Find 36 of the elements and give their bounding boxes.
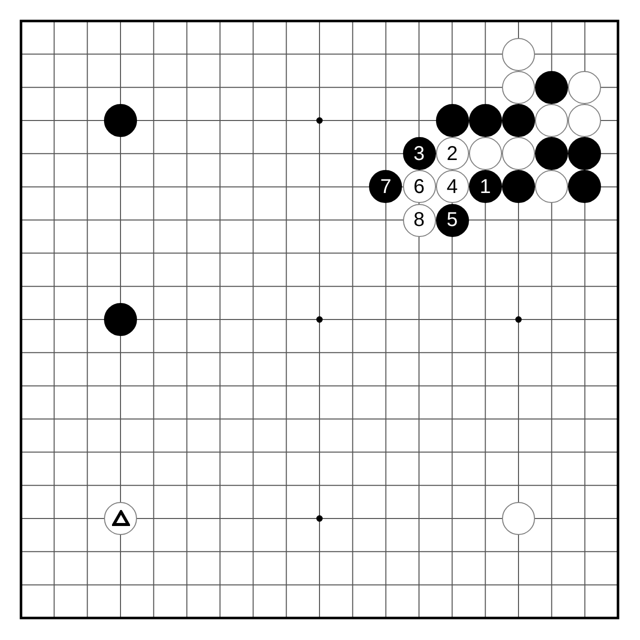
go-stone bbox=[502, 502, 535, 535]
move-number: 5 bbox=[446, 210, 458, 230]
go-stone bbox=[568, 170, 602, 204]
move-number: 6 bbox=[413, 176, 425, 197]
go-stone bbox=[568, 137, 602, 170]
go-stone bbox=[502, 170, 535, 204]
go-stone bbox=[468, 137, 502, 170]
go-stone bbox=[402, 170, 436, 204]
go-stone bbox=[104, 502, 137, 535]
go-stone bbox=[535, 170, 568, 204]
move-number: 4 bbox=[446, 176, 458, 197]
go-stone bbox=[436, 170, 469, 204]
go-stone bbox=[369, 170, 402, 204]
go-stone bbox=[535, 70, 568, 104]
go-stone bbox=[535, 104, 568, 137]
go-stone bbox=[568, 104, 602, 137]
move-number: 3 bbox=[413, 144, 425, 164]
move-number: 7 bbox=[380, 176, 392, 197]
go-stone bbox=[468, 104, 502, 137]
go-stone bbox=[402, 137, 436, 170]
move-number: 1 bbox=[480, 176, 491, 197]
go-stone bbox=[502, 137, 535, 170]
go-stone bbox=[436, 104, 469, 137]
go-stone bbox=[468, 170, 502, 204]
move-number: 8 bbox=[413, 210, 425, 230]
go-stone bbox=[436, 137, 469, 170]
go-stone bbox=[502, 70, 535, 104]
go-stone bbox=[402, 204, 436, 236]
go-stone bbox=[502, 104, 535, 137]
go-stone bbox=[436, 204, 469, 236]
go-stone bbox=[535, 137, 568, 170]
go-stone bbox=[568, 70, 602, 104]
move-number: 2 bbox=[446, 144, 458, 164]
go-stone bbox=[104, 104, 137, 137]
go-stone bbox=[502, 38, 535, 71]
go-stone bbox=[104, 303, 137, 336]
